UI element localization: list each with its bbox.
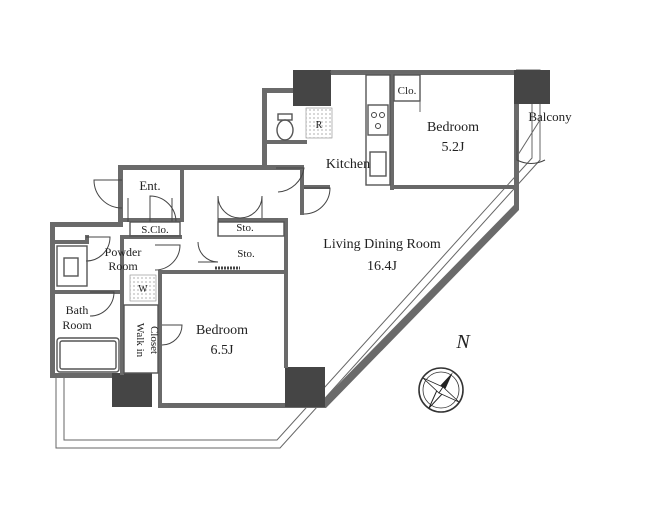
- powder-room-label-1: Powder: [105, 245, 142, 259]
- north-closet: [393, 74, 421, 112]
- powder-room-label-2: Room: [108, 259, 138, 273]
- bedroom-south-size: 6.5J: [211, 343, 235, 358]
- refrigerator-space: [305, 107, 333, 139]
- shoe-closet-label: S.Clo.: [141, 224, 169, 236]
- toilet: [276, 113, 294, 141]
- storage-lower-label: Sto.: [237, 248, 255, 260]
- powder-fixtures: [56, 245, 157, 302]
- kitchen-label: Kitchen: [326, 157, 370, 172]
- ldk-name: Living Dining Room: [323, 237, 441, 252]
- storage-upper-label: Sto.: [236, 222, 254, 234]
- bedroom-north-name: Bedroom: [427, 120, 479, 135]
- bathtub: [56, 337, 120, 373]
- entrance-label: Ent.: [139, 178, 160, 193]
- ldk-size: 16.4J: [367, 259, 398, 274]
- walk-in-closet-label-1: Walk in: [134, 323, 146, 358]
- walk-in-closet-label-2: Closet: [148, 326, 160, 354]
- bedroom-north-size: 5.2J: [442, 140, 466, 155]
- room-labels: Bedroom 5.2J Balcony Kitchen Clo. R Ent.…: [62, 85, 572, 358]
- balcony-label: Balcony: [528, 109, 572, 124]
- compass-north-label: N: [455, 331, 471, 353]
- structural-pillars: [112, 70, 550, 407]
- interior-walls: [55, 75, 516, 408]
- windows: [70, 71, 514, 407]
- closet-label: Clo.: [398, 85, 417, 97]
- kitchen-counter: [365, 74, 391, 186]
- refrigerator-label: R: [316, 120, 323, 131]
- bath-room-label-2: Room: [62, 318, 92, 332]
- bedroom-south-name: Bedroom: [196, 323, 248, 338]
- walk-in-closet-frame: [123, 304, 159, 374]
- storage-shelves: [129, 221, 285, 270]
- washer-label: W: [138, 284, 148, 295]
- compass: N: [418, 331, 471, 413]
- bath-room-label-1: Bath: [66, 303, 89, 317]
- doors: [85, 130, 546, 346]
